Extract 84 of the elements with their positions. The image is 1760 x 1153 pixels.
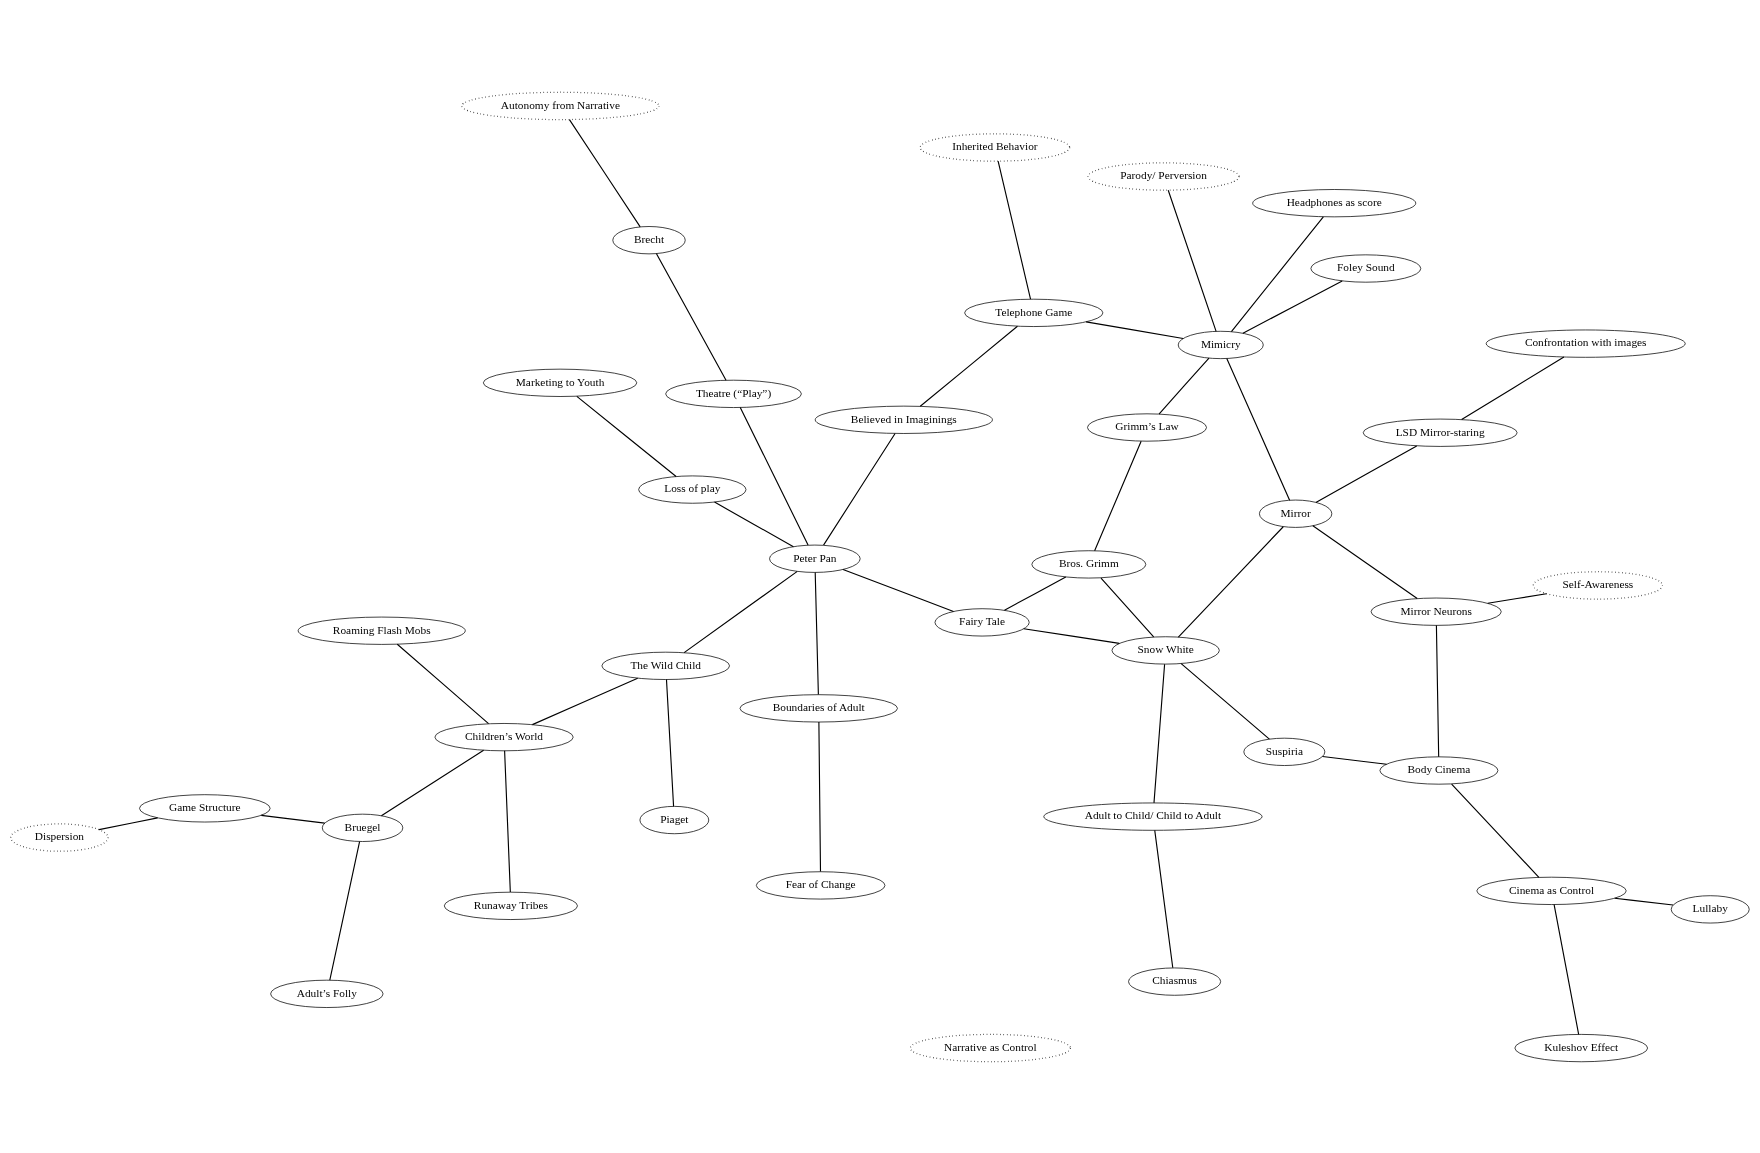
connector bbox=[329, 840, 361, 981]
connector bbox=[842, 568, 955, 612]
connector bbox=[818, 721, 822, 872]
connector bbox=[1226, 357, 1291, 501]
connector bbox=[1158, 357, 1210, 415]
connector bbox=[568, 118, 641, 227]
connector bbox=[1487, 592, 1548, 604]
node-ellipse: Parody/ Perversion bbox=[1087, 161, 1240, 191]
node-ellipse: Runaway Tribes bbox=[443, 891, 578, 920]
connector bbox=[997, 160, 1032, 300]
connector bbox=[1180, 662, 1270, 740]
node-ellipse: Roaming Flash Mobs bbox=[297, 616, 466, 645]
connector bbox=[1614, 897, 1674, 906]
connector bbox=[1167, 189, 1217, 332]
node-ellipse: Inherited Behavior bbox=[919, 132, 1071, 162]
connector bbox=[1230, 215, 1324, 332]
node-ellipse: Headphones as score bbox=[1252, 188, 1417, 217]
connector bbox=[919, 325, 1019, 407]
node-ellipse: Foley Sound bbox=[1310, 253, 1422, 283]
node-ellipse: Kuleshov Effect bbox=[1514, 1033, 1648, 1062]
node-ellipse: Mirror bbox=[1259, 499, 1333, 528]
node-ellipse: Adult’s Folly bbox=[270, 979, 384, 1008]
node-ellipse: The Wild Child bbox=[601, 651, 730, 680]
connector bbox=[1094, 440, 1142, 551]
node-ellipse: Cinema as Control bbox=[1476, 876, 1627, 905]
node-ellipse: Autonomy from Narrative bbox=[461, 91, 660, 120]
connector bbox=[1451, 783, 1540, 878]
connector bbox=[683, 570, 798, 653]
connector bbox=[814, 571, 819, 695]
node-ellipse: Theatre (“Play”) bbox=[665, 379, 802, 408]
connector bbox=[739, 406, 809, 546]
node-ellipse: Self-Awareness bbox=[1532, 570, 1664, 600]
connector bbox=[1153, 663, 1166, 803]
connector bbox=[1242, 279, 1343, 334]
connector bbox=[504, 749, 511, 893]
connector bbox=[576, 395, 677, 477]
connector bbox=[1003, 575, 1067, 611]
node-ellipse: Telephone Game bbox=[964, 298, 1104, 327]
node-ellipse: Believed in Imaginings bbox=[814, 405, 993, 434]
connector bbox=[1154, 829, 1174, 968]
connector bbox=[1315, 444, 1418, 503]
node-ellipse: Piaget bbox=[639, 805, 710, 834]
connector bbox=[713, 501, 794, 547]
connector bbox=[98, 816, 159, 830]
connector bbox=[1085, 320, 1184, 339]
node-ellipse: Loss of play bbox=[638, 475, 747, 504]
node-ellipse: Mimicry bbox=[1177, 330, 1264, 359]
connector bbox=[260, 814, 326, 824]
node-ellipse: Marketing to Youth bbox=[482, 368, 638, 397]
connector bbox=[1435, 624, 1440, 757]
node-ellipse: Bruegel bbox=[321, 813, 404, 842]
node-ellipse: Brecht bbox=[612, 225, 686, 254]
node-ellipse: Grimm’s Law bbox=[1087, 412, 1207, 442]
node-ellipse: Fairy Tale bbox=[934, 607, 1030, 636]
node-ellipse: Children’s World bbox=[434, 722, 574, 751]
node-ellipse: Suspiria bbox=[1243, 737, 1326, 766]
node-ellipse: Peter Pan bbox=[769, 544, 861, 573]
node-ellipse: Snow White bbox=[1111, 635, 1220, 664]
node-ellipse: Boundaries of Adult bbox=[739, 693, 898, 722]
node-ellipse: Lullaby bbox=[1670, 894, 1750, 923]
connector bbox=[822, 432, 896, 546]
connector bbox=[1312, 524, 1418, 599]
connector bbox=[1100, 576, 1155, 638]
node-ellipse: Bros. Grimm bbox=[1031, 549, 1147, 578]
node-ellipse: Narrative as Control bbox=[909, 1033, 1072, 1062]
node-ellipse: Game Structure bbox=[139, 793, 271, 822]
node-ellipse: Chiasmus bbox=[1128, 967, 1222, 996]
node-ellipse: Dispersion bbox=[10, 822, 109, 852]
connector bbox=[380, 749, 485, 816]
node-ellipse: Confrontation with images bbox=[1485, 329, 1686, 358]
node-ellipse: LSD Mirror-staring bbox=[1362, 418, 1518, 447]
connector bbox=[1023, 627, 1120, 644]
connector bbox=[655, 252, 727, 381]
connector bbox=[1177, 525, 1284, 638]
node-ellipse: Body Cinema bbox=[1379, 755, 1499, 785]
connector bbox=[396, 643, 490, 724]
node-ellipse: Adult to Child/ Child to Adult bbox=[1043, 802, 1263, 831]
connector bbox=[1322, 755, 1388, 765]
node-ellipse: Fear of Change bbox=[755, 870, 886, 899]
node-ellipse: Mirror Neurons bbox=[1370, 597, 1502, 626]
connector bbox=[531, 677, 639, 725]
connector bbox=[1461, 355, 1565, 420]
connector bbox=[1553, 903, 1580, 1035]
connector bbox=[665, 678, 675, 807]
